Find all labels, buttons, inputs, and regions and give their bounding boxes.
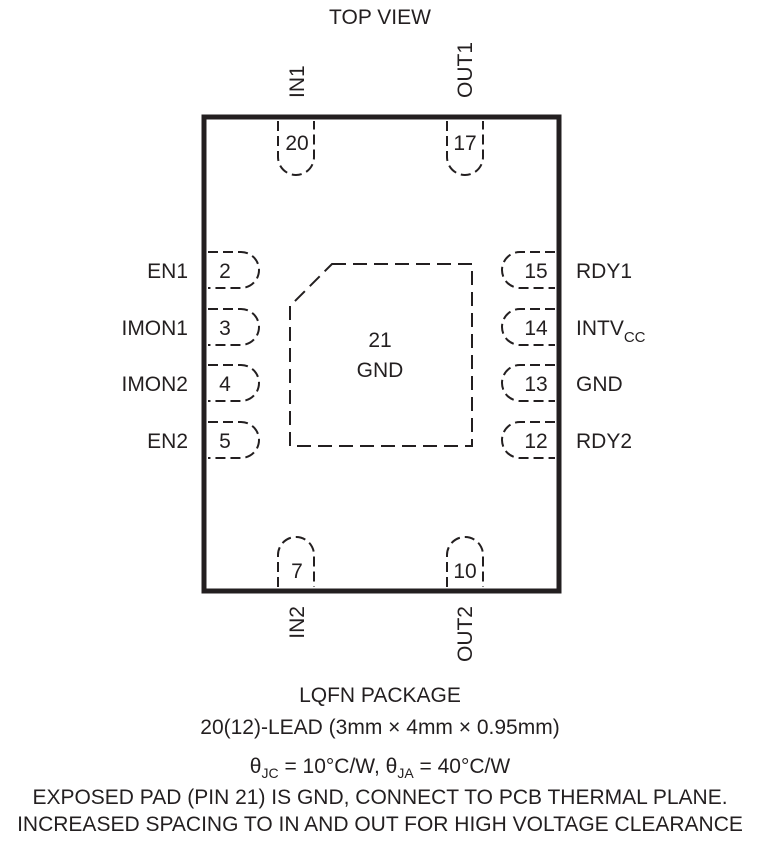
package-name: LQFN PACKAGE bbox=[299, 684, 461, 707]
pin-number-7: 7 bbox=[291, 560, 303, 583]
view-title: TOP VIEW bbox=[329, 6, 431, 29]
pin-pad-12 bbox=[501, 421, 555, 459]
pin-label-out1: OUT1 bbox=[454, 42, 477, 98]
pin-pad-5 bbox=[208, 421, 260, 459]
pin-label-rdy1: RDY1 bbox=[576, 260, 632, 283]
pin-pad-7 bbox=[277, 536, 315, 587]
pin-number-3: 3 bbox=[219, 317, 231, 340]
pin-number-17: 17 bbox=[453, 132, 476, 155]
pin-pad-15 bbox=[501, 251, 555, 289]
pin-number-13: 13 bbox=[524, 373, 547, 396]
pin-label-in1: IN1 bbox=[286, 65, 309, 98]
pin-number-5: 5 bbox=[219, 430, 231, 453]
package-body bbox=[201, 114, 562, 594]
pin-label-rdy2: RDY2 bbox=[576, 430, 632, 453]
theta-jc-subscript: JC bbox=[261, 765, 279, 782]
pin-pad-13 bbox=[501, 364, 555, 402]
thermal-resistance: θJC = 10°C/W, θJA = 40°C/W bbox=[0, 752, 760, 788]
pin-label-intv: INTV bbox=[576, 317, 624, 340]
pin-label-imon1: IMON1 bbox=[121, 317, 188, 340]
exposed-pad-number: 21 bbox=[368, 329, 391, 352]
pin-label-imon2: IMON2 bbox=[121, 373, 188, 396]
pin-pad-3 bbox=[208, 308, 260, 346]
exposed-pad-note: EXPOSED PAD (PIN 21) IS GND, CONNECT TO … bbox=[32, 786, 728, 809]
pin-number-14: 14 bbox=[524, 317, 548, 340]
pin-label-out2: OUT2 bbox=[454, 606, 477, 662]
package-lead-info: 20(12)-LEAD (3mm × 4mm × 0.95mm) bbox=[200, 716, 560, 739]
theta-ja-value: = 40°C/W bbox=[413, 755, 511, 778]
pin-number-4: 4 bbox=[219, 373, 231, 396]
pin-number-20: 20 bbox=[285, 132, 308, 155]
spacing-note: INCREASED SPACING TO IN AND OUT FOR HIGH… bbox=[17, 813, 743, 836]
pin-number-10: 10 bbox=[453, 560, 476, 583]
pin-number-15: 15 bbox=[524, 260, 547, 283]
pin-pad-17 bbox=[446, 121, 484, 176]
exposed-pad bbox=[289, 263, 473, 447]
pin-label-cc-subscript: CC bbox=[624, 329, 646, 346]
pin-label-in2: IN2 bbox=[286, 606, 309, 639]
pin-pad-10 bbox=[446, 536, 484, 587]
pin-label-en2: EN2 bbox=[147, 430, 188, 453]
pin-number-2: 2 bbox=[219, 260, 231, 283]
pin-pad-14 bbox=[501, 308, 555, 346]
pin-pad-2 bbox=[208, 251, 260, 289]
theta-jc-symbol: θ bbox=[249, 755, 262, 778]
pin-pad-20 bbox=[277, 121, 315, 176]
pin-label-intvcc: INTVCC bbox=[576, 317, 646, 346]
pin-pad-4 bbox=[208, 364, 260, 402]
pin-number-12: 12 bbox=[524, 430, 547, 453]
pin-label-gnd: GND bbox=[576, 373, 623, 396]
theta-jc-value: = 10°C/W, bbox=[278, 755, 386, 778]
exposed-pad-name: GND bbox=[357, 359, 404, 382]
theta-ja-subscript: JA bbox=[397, 765, 414, 782]
pin-label-en1: EN1 bbox=[147, 260, 188, 283]
theta-ja-symbol: θ bbox=[385, 755, 398, 778]
